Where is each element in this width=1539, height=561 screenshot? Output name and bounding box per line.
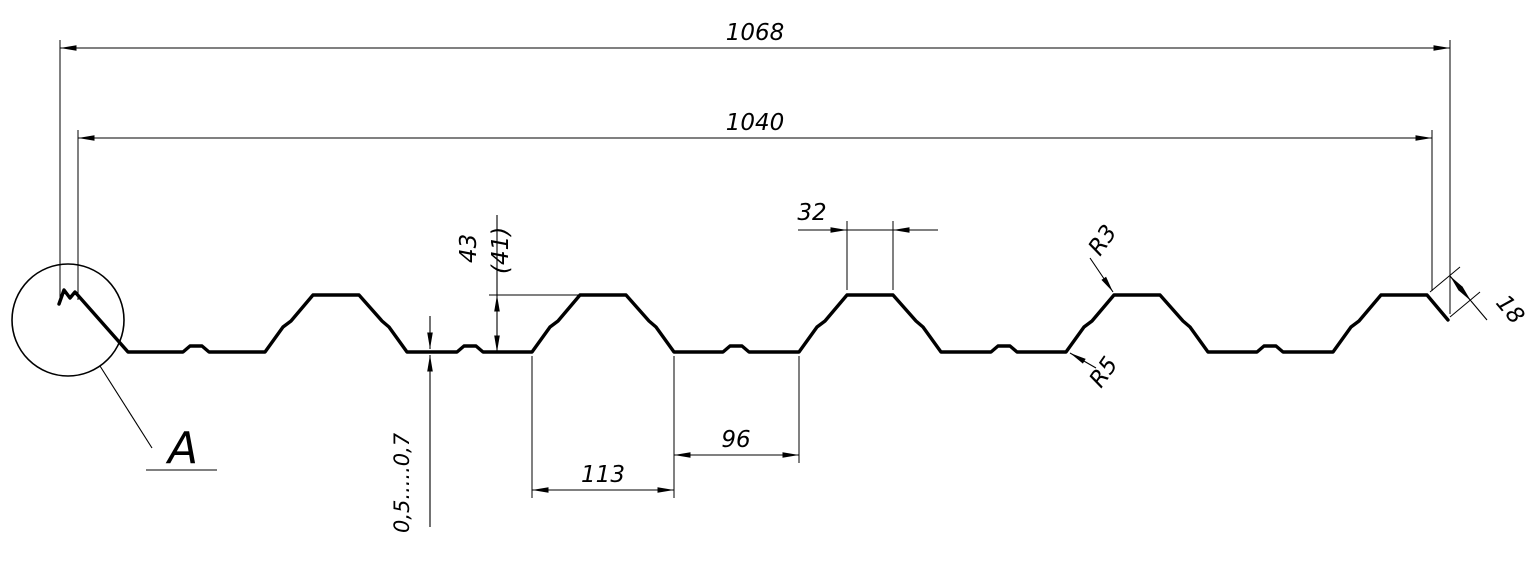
dim-radius-top: R3: [1084, 220, 1123, 293]
dim-thickness: 0,5.....0,7: [390, 316, 433, 533]
detail-circle: [11, 263, 125, 377]
detail-label: A: [165, 423, 198, 474]
sheet-profile: [57, 288, 1450, 354]
leader-line: [1069, 352, 1097, 369]
dim-flat-width: 96: [674, 356, 800, 463]
dim-profile-height: 43 (41): [456, 215, 581, 352]
dimension-line: [1449, 275, 1472, 302]
dim-text-flat-width: 96: [721, 427, 750, 453]
leader-line: [1089, 257, 1114, 293]
extension-line: [1449, 291, 1481, 318]
dim-edge-lip: 18: [1429, 266, 1529, 329]
dim-text-height-ref: (41): [488, 227, 514, 274]
dim-text-valley-width: 113: [581, 462, 625, 488]
detail-leader-line: [99, 365, 153, 449]
dimension-line-tail: [1470, 300, 1488, 321]
dim-text-thickness: 0,5.....0,7: [390, 432, 414, 533]
dim-useful-width: 1040: [77, 110, 1433, 300]
dim-text-height: 43: [456, 234, 482, 263]
dim-radius-bottom: R5: [1069, 352, 1124, 392]
extension-line: [1429, 266, 1461, 293]
dim-text-radius-top: R3: [1084, 220, 1123, 260]
dim-text-overall-width: 1068: [726, 20, 785, 46]
dim-text-edge-lip: 18: [1490, 290, 1529, 329]
dim-valley-width: 113: [531, 356, 675, 498]
dim-text-crest-width: 32: [797, 200, 826, 226]
profile-outline: [57, 288, 1450, 354]
dim-text-radius-bottom: R5: [1085, 352, 1124, 392]
dim-crest-width: 32: [797, 200, 938, 290]
dim-text-useful-width: 1040: [726, 110, 785, 136]
dim-overall-width: 1068: [59, 20, 1451, 314]
detail-callout-a: A: [11, 263, 217, 474]
